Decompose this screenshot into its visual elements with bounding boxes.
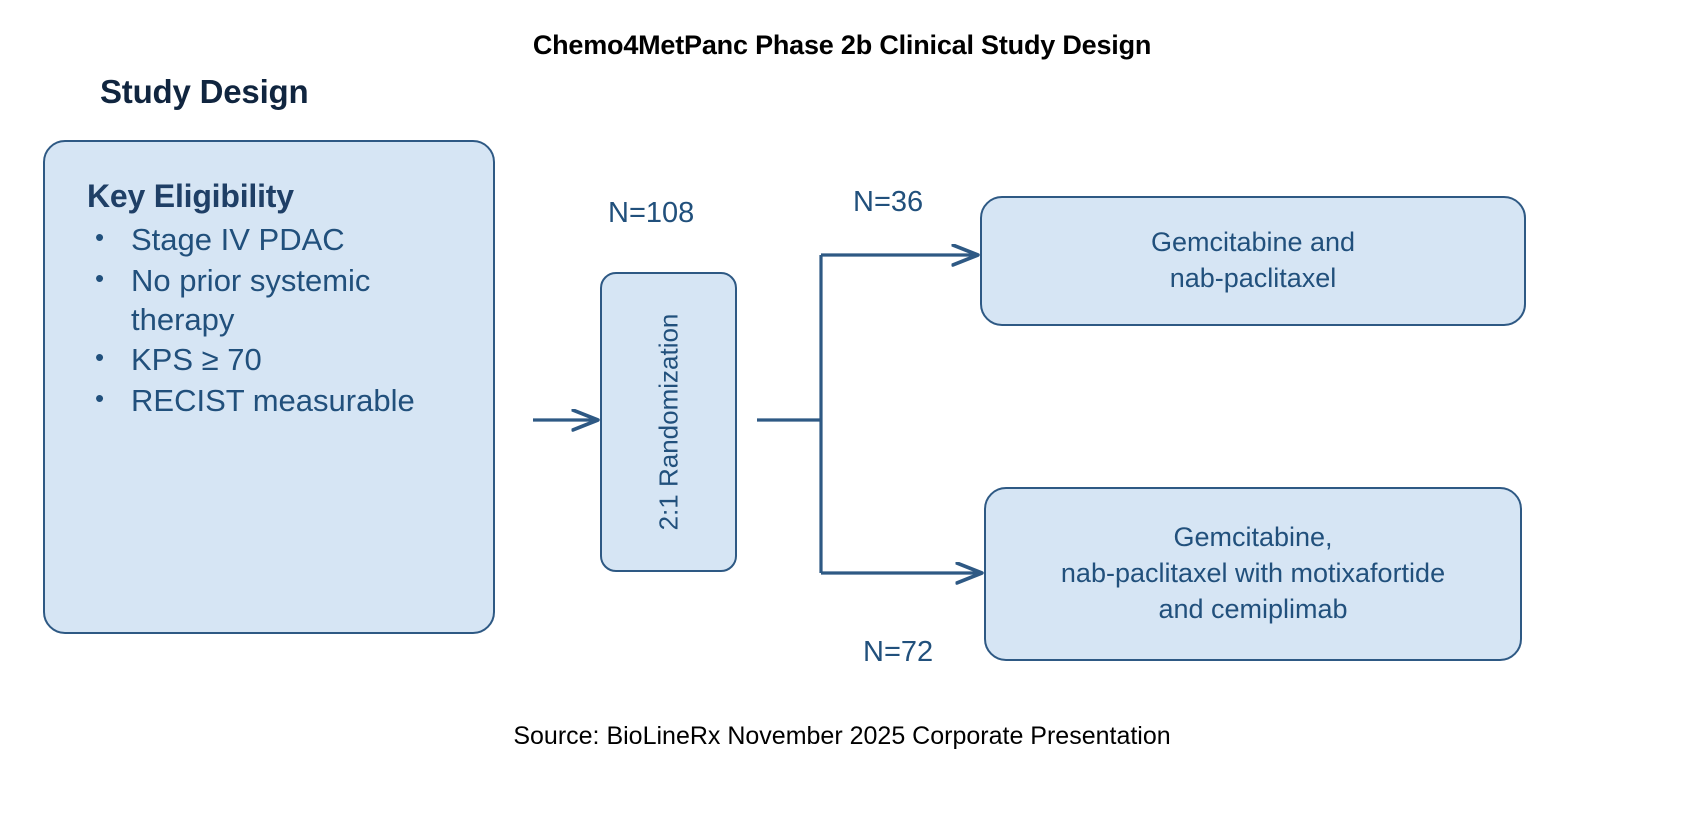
experimental-arm-line-3: and cemiplimab [1158,593,1348,624]
section-heading: Study Design [100,73,309,110]
source-note: Source: BioLineRx November 2025 Corporat… [513,722,1171,750]
figure-title: Chemo4MetPanc Phase 2b Clinical Study De… [532,30,1152,60]
bullet-icon: • [95,262,105,293]
control-arm-line-1: Gemcitabine and [1150,227,1356,258]
randomization-label: 2:1 Randomization [653,313,683,531]
randomization-box: 2:1 Randomization [600,272,737,572]
list-item: • Stage IV PDAC [87,221,467,260]
experimental-arm-line-1: Gemcitabine, [1173,522,1333,553]
list-item: • No prior systemic therapy [87,262,467,340]
experimental-arm-label: Gemcitabine, nab-paclitaxel with motixaf… [1061,520,1445,628]
key-eligibility-title: Key Eligibility [87,178,294,214]
control-arm-label: Gemcitabine and nab-paclitaxel [1151,225,1355,297]
bullet-icon: • [95,342,105,373]
bullet-icon: • [95,383,105,413]
control-arm-box: Gemcitabine and nab-paclitaxel [980,196,1526,326]
list-item-label: KPS ≥ 70 [131,342,262,378]
n-control-arm-label: N=36 [853,186,924,218]
experimental-arm-line-2: nab-paclitaxel with motixafortide [1060,558,1446,589]
key-eligibility-list: • Stage IV PDAC • No prior systemic ther… [71,221,467,421]
experimental-arm-box: Gemcitabine, nab-paclitaxel with motixaf… [984,487,1522,661]
list-item-label: RECIST measurable [131,383,415,418]
bullet-icon: • [95,222,105,252]
list-item-label: No prior systemic therapy [131,262,371,337]
list-item: • RECIST measurable [87,382,467,421]
list-item: • KPS ≥ 70 [87,341,467,380]
list-item-label: Stage IV PDAC [131,222,345,257]
n-total-label: N=108 [608,197,695,229]
key-eligibility-box: Key Eligibility • Stage IV PDAC • No pri… [43,140,495,634]
control-arm-line-2: nab-paclitaxel [1169,263,1337,293]
n-experimental-arm-label: N=72 [863,636,934,668]
